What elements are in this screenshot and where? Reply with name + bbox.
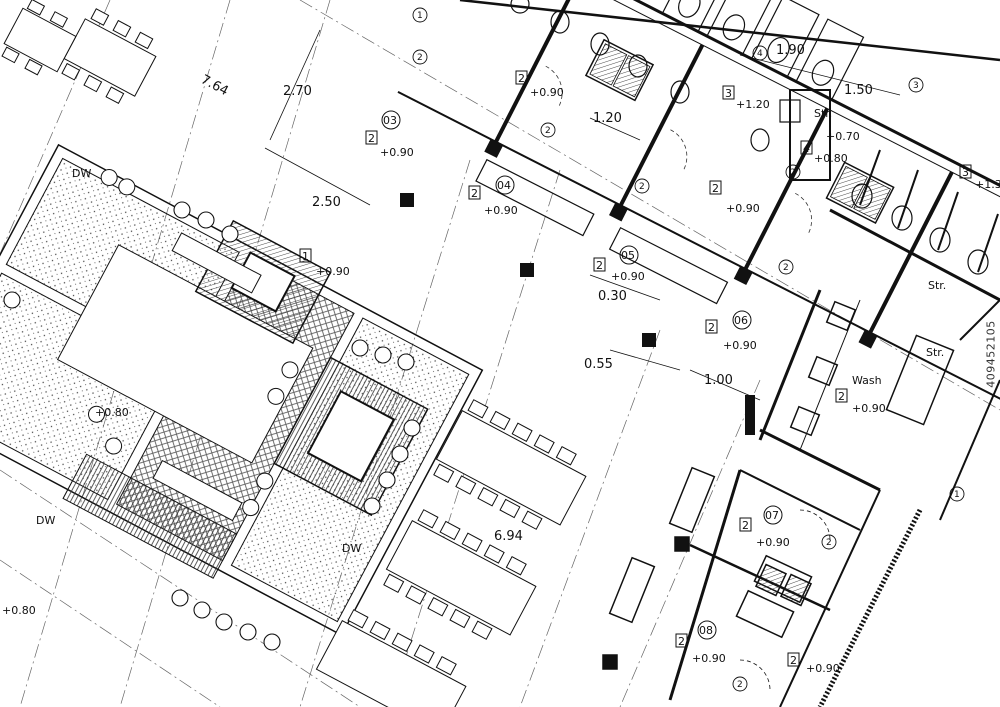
dim-0-55: 0.55 [584,357,613,372]
courtyard [0,143,484,637]
column-blocks [400,193,755,435]
room-05: 05 [621,249,635,262]
room-07: 07 [765,509,779,522]
svg-text:2: 2 [783,263,789,273]
level-room-07: +0.90 [756,536,790,549]
dining-tables [1,0,587,707]
svg-text:2: 2 [678,635,685,648]
svg-text:2: 2 [712,182,719,195]
dim-2-50: 2.50 [312,195,341,210]
svg-text:1: 1 [954,490,960,500]
label-str-right: Str. [928,279,946,292]
label-wash: Wash [852,374,882,387]
svg-text:1: 1 [417,11,423,21]
watermark: 409452105 [984,0,998,707]
level-room-08: +0.90 [692,652,726,665]
svg-text:2: 2 [838,390,845,403]
dim-6-94: 6.94 [494,529,523,544]
svg-text:2: 2 [737,680,743,690]
level-tags: 2 +0.90 2 +0.90 2 +0.90 1 +0.90 2 +0.90 2 +0.9… [2,70,1000,675]
label-dw-bottom: DW [342,542,361,555]
room-06: 06 [734,314,748,327]
level-right-edge: +1.30 [975,178,1000,191]
room-03: 03 [383,114,397,127]
rooms-lower-right [602,428,923,707]
circle-markers [412,7,965,692]
svg-text:2: 2 [742,519,749,532]
wash-area [758,289,1000,521]
dim-1-50: 1.50 [844,83,873,98]
svg-text:2: 2 [790,654,797,667]
svg-text:2: 2 [471,187,478,200]
dim-0-30: 0.30 [598,289,627,304]
circle-marker-labels: 1 2 2 2 4 2 3 2 2 2 1 [417,11,960,690]
dim-2-70: 2.70 [283,84,312,99]
dimension-labels: 7.64 2.70 2.50 1.20 1.90 1.50 0.30 0.55 … [198,43,873,544]
planters [3,201,421,651]
level-left-edge: +0.80 [2,604,36,617]
svg-text:2: 2 [545,126,551,136]
dimension-lines [264,29,901,401]
level-room-04: +0.90 [484,204,518,217]
text-labels: DW DW DW Str. Str. Str. Wash [36,107,946,555]
svg-text:4: 4 [757,49,763,59]
dim-1-90: 1.90 [776,43,805,58]
room-04: 04 [497,179,511,192]
level-wash: +0.90 [852,402,886,415]
level-corridor-mid: +0.90 [726,202,760,215]
watermark-text: 409452105 [984,319,998,388]
level-wc-3: +1.20 [736,98,770,111]
label-str-wash: Str. [926,346,944,359]
svg-text:2: 2 [639,182,645,192]
toilet-row-right [829,149,1000,302]
svg-text:2: 2 [596,259,603,272]
svg-text:2: 2 [417,53,423,63]
level-room-05: +0.90 [611,270,645,283]
svg-text:3: 3 [962,166,969,179]
svg-text:1: 1 [302,250,309,263]
svg-text:4: 4 [803,142,810,155]
svg-text:2: 2 [368,132,375,145]
toilet-row-top [459,0,1000,181]
room-numbers: 03 04 05 06 07 08 [381,110,783,640]
level-store: +0.70 [826,130,860,143]
dim-1-20: 1.20 [593,111,622,126]
level-wc-4: +0.80 [814,152,848,165]
label-dw-left: DW [36,514,55,527]
dim-1-00: 1.00 [704,373,733,388]
level-plaza: +0.90 [316,265,350,278]
label-str-top: Str. [814,107,832,120]
svg-text:2: 2 [826,538,832,548]
label-dw-top: DW [72,167,91,180]
level-room-03: +0.90 [380,146,414,159]
svg-text:3: 3 [725,87,732,100]
level-room-06: +0.90 [723,339,757,352]
svg-text:2: 2 [790,168,796,178]
svg-text:2: 2 [518,72,525,85]
room-08: 08 [699,624,713,637]
level-corridor-top: +0.90 [530,86,564,99]
svg-text:3: 3 [913,81,919,91]
svg-text:2: 2 [708,321,715,334]
level-courtyard: +0.80 [95,406,129,419]
level-lower-right: +0.90 [806,662,840,675]
